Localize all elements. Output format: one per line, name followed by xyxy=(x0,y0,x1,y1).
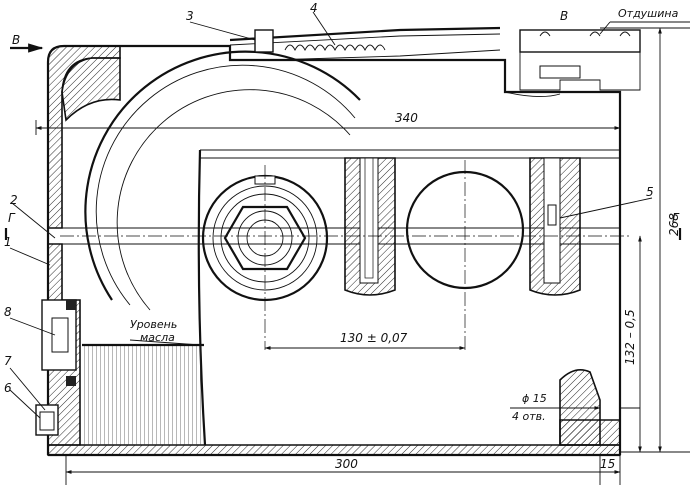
dim-tooth-offset: 130 ± 0,07 xyxy=(340,331,408,345)
pinion xyxy=(405,160,525,350)
dim-base-length: 300 xyxy=(335,457,358,471)
view-v xyxy=(519,29,641,91)
dim-axis-height: 132 – 0,5 xyxy=(623,309,637,365)
part-4-label: 4 xyxy=(310,1,318,15)
part-6-label: 6 xyxy=(4,381,12,395)
dim-hole-count: 4 отв. xyxy=(512,410,546,423)
part-3-label: 3 xyxy=(186,9,194,23)
dimension-lines xyxy=(35,27,690,485)
part-5-label: 5 xyxy=(646,185,654,199)
part-8-label: 8 xyxy=(4,305,12,319)
side-cover xyxy=(35,299,77,436)
vent-label: Отдушина xyxy=(618,7,679,20)
part-1-label: 1 xyxy=(4,235,12,249)
dim-width-top: 340 xyxy=(395,111,418,125)
leader-lines xyxy=(9,11,690,419)
studs xyxy=(359,157,561,284)
section-g-left-label: Г xyxy=(8,211,16,225)
section-marks xyxy=(4,43,682,240)
part-2-label: 2 xyxy=(10,193,18,207)
shaft-nut xyxy=(201,165,329,350)
section-g-right-label: Г xyxy=(672,211,680,225)
oil-level-label-line1: Уровень xyxy=(130,318,177,331)
oil-bath xyxy=(82,343,204,445)
dim-base-offset: 15 xyxy=(600,457,615,471)
dim-height-right: 268 xyxy=(667,213,681,236)
arrow-v-label: В xyxy=(12,33,20,47)
top-cover xyxy=(229,26,501,61)
part-7-label: 7 xyxy=(4,354,12,368)
gear-wheel xyxy=(60,50,630,311)
oil-level-label-line2: масла xyxy=(140,331,175,344)
view-v-label: В xyxy=(560,9,568,23)
dim-hole-diameter: ϕ 15 xyxy=(522,392,547,405)
